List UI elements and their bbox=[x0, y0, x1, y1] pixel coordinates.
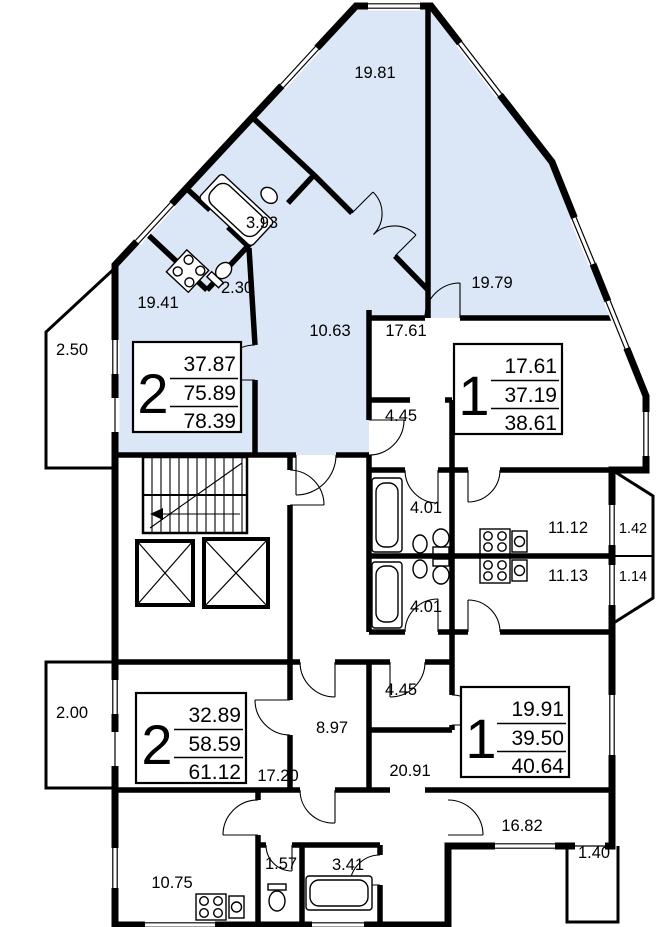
room-label-bath-top: 3.93 bbox=[246, 214, 278, 232]
apartment-summary-bottom-left: 2 32.89 58.59 61.12 bbox=[134, 691, 248, 785]
room-label-balcony-1-42: 1.42 bbox=[619, 521, 647, 537]
apartment-rooms-count: 2 bbox=[141, 713, 172, 776]
room-label-bath-3-41: 3.41 bbox=[332, 856, 364, 874]
room-label-bath-4-01-top: 4.01 bbox=[410, 499, 442, 517]
balcony-left-top-outline bbox=[44, 266, 117, 470]
room-label-hall-8-97: 8.97 bbox=[316, 719, 348, 737]
doors bbox=[219, 191, 501, 886]
room-label-kitchen-10-75: 10.75 bbox=[151, 874, 192, 892]
apartment-rooms-count: 1 bbox=[458, 364, 489, 427]
exterior-walls bbox=[111, 2, 650, 927]
room-label-balcony-left-top: 2.50 bbox=[56, 341, 88, 359]
room-label-room-17-20: 17.20 bbox=[257, 767, 298, 785]
room-label-room-20-91: 20.91 bbox=[389, 762, 430, 780]
toilet-icon bbox=[214, 261, 233, 280]
room-label-top-right-room: 19.79 bbox=[471, 274, 512, 292]
balcony-right-strip-outline bbox=[611, 468, 655, 626]
room-label-balcony-1-40: 1.40 bbox=[578, 844, 610, 862]
apartment-area: 58.59 bbox=[188, 733, 241, 756]
apartment-living-area: 37.87 bbox=[183, 353, 236, 376]
room-label-balcony-left-bottom: 2.00 bbox=[56, 704, 88, 722]
middle-bathroom-fixtures bbox=[371, 477, 450, 629]
apartment-area: 39.50 bbox=[511, 727, 564, 750]
apartment-rooms-count: 1 bbox=[465, 707, 496, 770]
room-label-kitchen-11-13: 11.13 bbox=[548, 567, 588, 585]
toilet-tank-icon bbox=[432, 558, 450, 567]
toilet-icon bbox=[432, 528, 450, 548]
stairs bbox=[141, 455, 249, 535]
room-label-wc-top: 2.30 bbox=[221, 279, 253, 297]
apartment-total-area: 61.12 bbox=[188, 761, 241, 784]
apartment-living-area: 17.61 bbox=[504, 355, 557, 378]
apartment-area: 75.89 bbox=[183, 382, 236, 405]
room-label-hall-4-45-bottom: 4.45 bbox=[385, 681, 417, 699]
stove-icon bbox=[165, 248, 210, 294]
apartment-rooms-count: 2 bbox=[137, 362, 168, 425]
room-label-top-room: 19.81 bbox=[354, 64, 395, 82]
apartment-summary-top-right: 1 17.61 37.19 38.61 bbox=[452, 342, 564, 436]
balcony-bottom-right-outline bbox=[565, 846, 620, 924]
windows bbox=[110, 1, 651, 927]
room-label-wc-1-57: 1.57 bbox=[265, 855, 297, 873]
elevator-left bbox=[135, 539, 195, 607]
toilet-icon bbox=[432, 565, 450, 585]
balconies bbox=[44, 266, 655, 924]
apartment-total-area: 38.61 bbox=[504, 412, 557, 435]
room-label-room-17-61: 17.61 bbox=[385, 322, 426, 340]
bottom-fixtures bbox=[195, 875, 373, 921]
room-label-balcony-1-14: 1.14 bbox=[619, 569, 647, 585]
toilet-tank-icon bbox=[432, 546, 450, 555]
kitchen-fixtures bbox=[479, 528, 528, 584]
room-label-hall-top: 10.63 bbox=[309, 322, 350, 340]
apartment-summary-bottom-right: 1 19.91 39.50 40.64 bbox=[459, 685, 571, 779]
apartment-living-area: 19.91 bbox=[511, 698, 564, 721]
balcony-left-bottom-outline bbox=[44, 660, 115, 790]
room-label-hall-4-45-top: 4.45 bbox=[385, 407, 417, 425]
toilet-icon bbox=[268, 890, 286, 912]
apartment-summary-top-left: 2 37.87 75.89 78.39 bbox=[131, 340, 243, 434]
toilet-tank-icon bbox=[267, 883, 287, 891]
top-apartment-fixtures bbox=[165, 173, 278, 294]
elevator-right bbox=[202, 537, 270, 609]
apartment-area: 37.19 bbox=[504, 384, 557, 407]
room-label-kitchen-11-12: 11.12 bbox=[548, 519, 588, 537]
apartment-total-area: 40.64 bbox=[511, 755, 564, 778]
apartment-total-area: 78.39 bbox=[183, 410, 236, 433]
sink-icon bbox=[412, 559, 428, 579]
sink-icon bbox=[412, 534, 428, 554]
room-label-kitchen-top: 19.41 bbox=[137, 294, 178, 312]
apartment-living-area: 32.89 bbox=[188, 704, 241, 727]
sink-icon bbox=[260, 186, 278, 205]
stairs-direction-arrow bbox=[150, 508, 163, 520]
room-label-bath-4-01-bottom: 4.01 bbox=[410, 598, 442, 616]
room-label-room-16-82: 16.82 bbox=[501, 817, 542, 835]
